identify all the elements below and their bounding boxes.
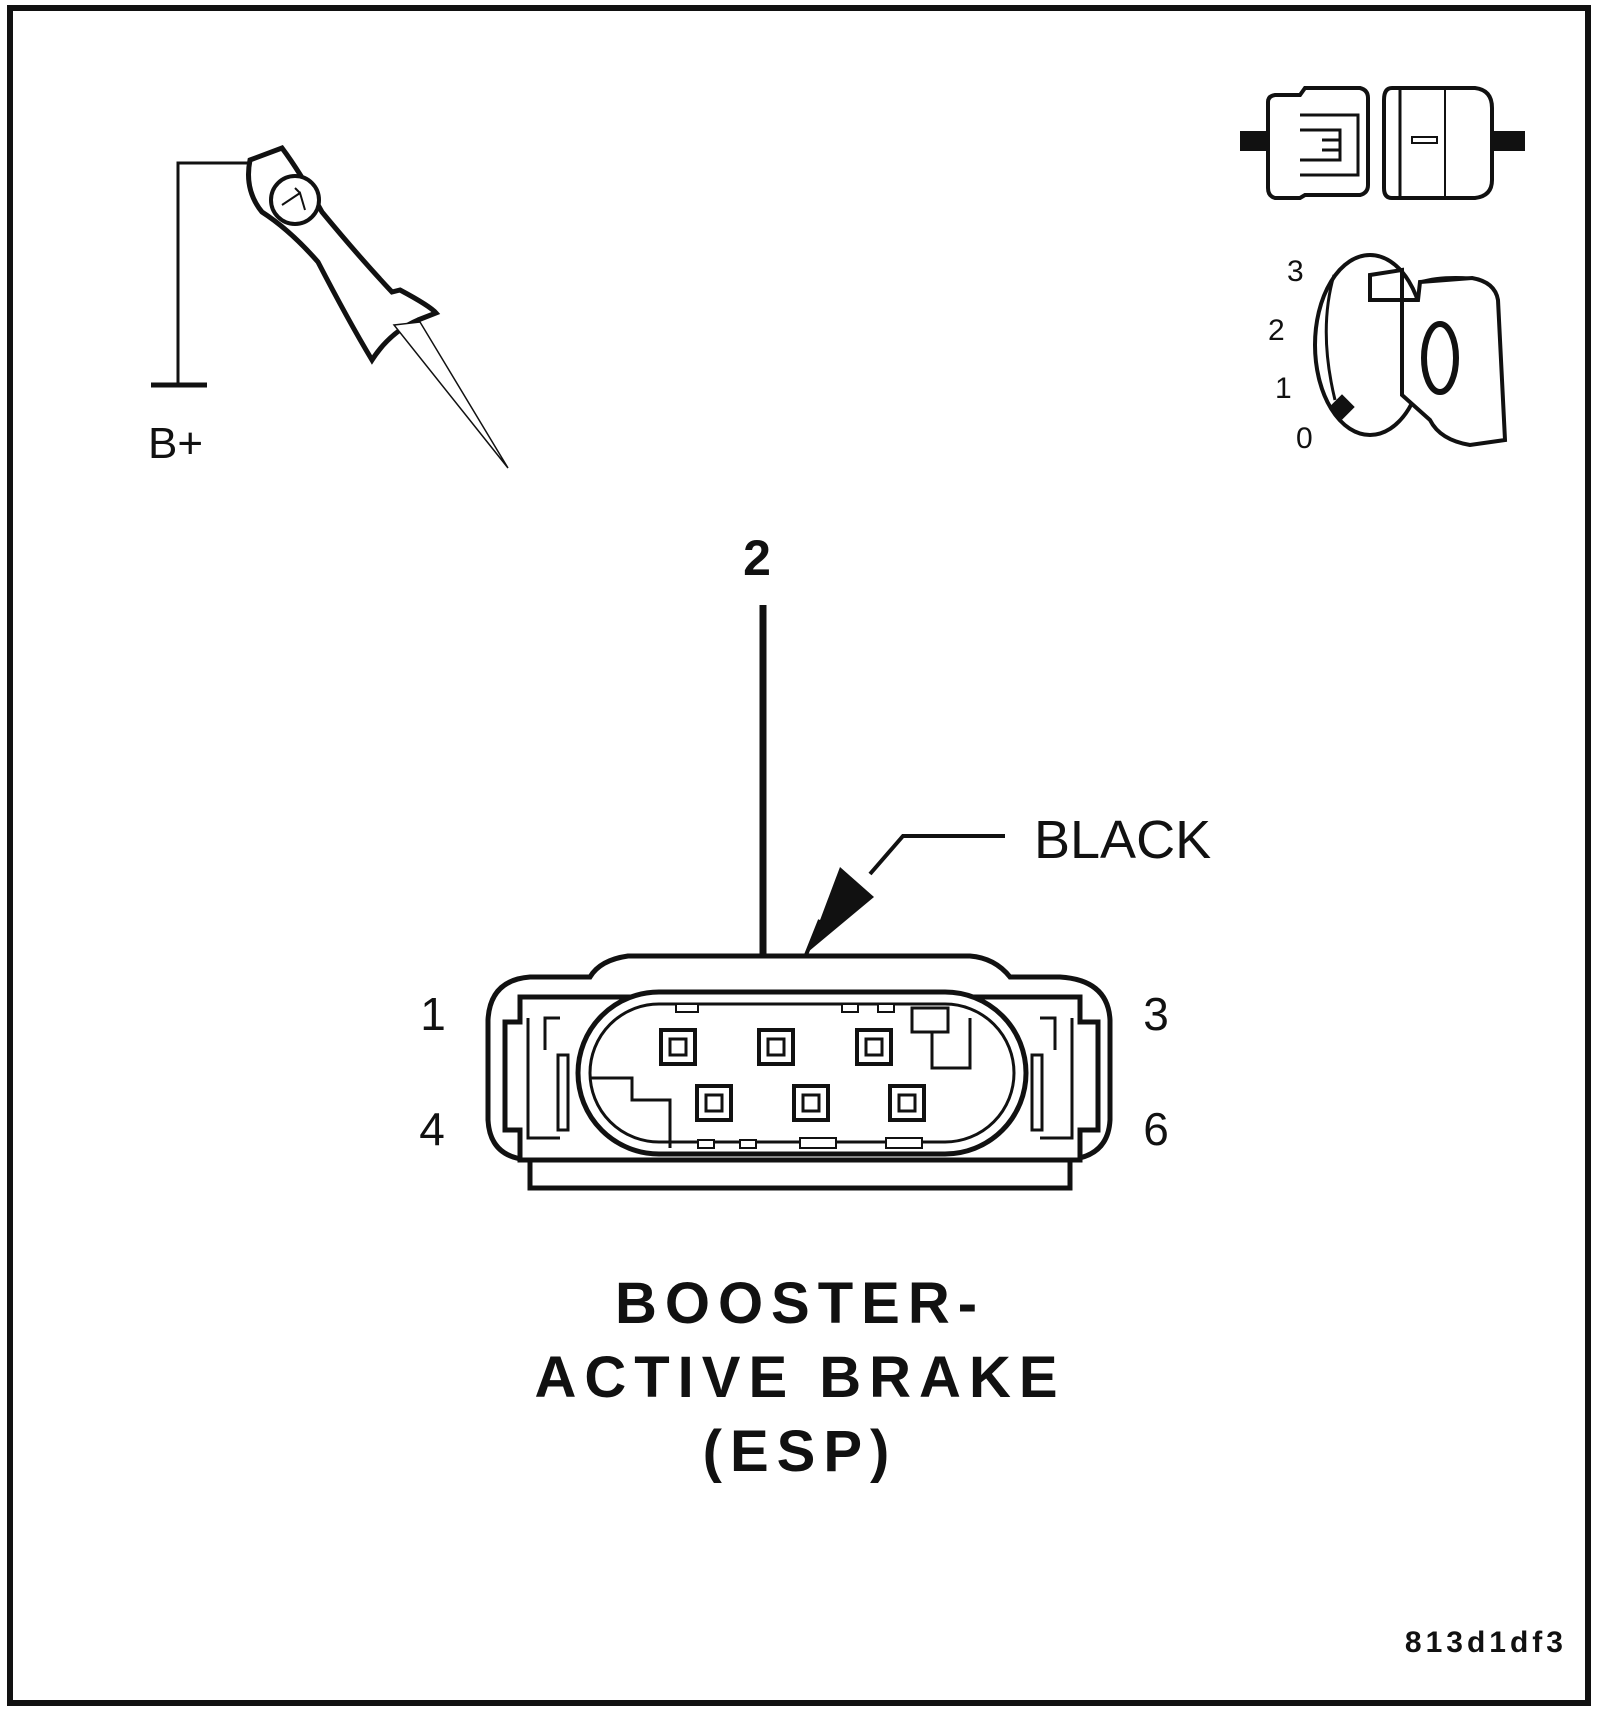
component-title-line2: ACTIVE BRAKE bbox=[534, 1345, 1065, 1410]
terminal-cavity-1 bbox=[659, 1028, 697, 1066]
pin-label-bottom-right: 6 bbox=[1143, 1103, 1169, 1155]
terminal-cavity-2 bbox=[757, 1028, 795, 1066]
pin-label-bottom-left: 4 bbox=[419, 1103, 445, 1155]
ignition-position-0: 0 bbox=[1296, 422, 1313, 455]
pin-label-top-right: 3 bbox=[1143, 988, 1169, 1040]
connector-side-view-icon bbox=[1240, 86, 1525, 200]
ignition-position-1: 1 bbox=[1275, 372, 1292, 405]
color-leader-arrowhead bbox=[808, 867, 874, 952]
test-light-lead-wire bbox=[176, 161, 258, 385]
ignition-position-2: 2 bbox=[1268, 314, 1285, 347]
component-title-line3: (ESP) bbox=[703, 1419, 898, 1484]
test-light-probe bbox=[392, 321, 509, 469]
connector-cavity bbox=[575, 989, 1029, 1157]
ignition-switch-icon bbox=[1313, 253, 1508, 448]
outer-border bbox=[7, 5, 1591, 1706]
terminal-cavity-6 bbox=[888, 1084, 926, 1122]
terminal-cavity-4 bbox=[695, 1084, 733, 1122]
figure-id: 813d1df3 bbox=[1405, 1626, 1567, 1659]
terminal-cavity-3 bbox=[855, 1028, 893, 1066]
component-title-line1: BOOSTER- bbox=[615, 1271, 985, 1336]
terminal-cavity-5 bbox=[792, 1084, 830, 1122]
connector-face bbox=[485, 953, 1113, 1191]
pin-label-top-left: 1 bbox=[420, 988, 446, 1040]
test-light-icon bbox=[151, 145, 509, 469]
color-leader-line bbox=[868, 834, 1005, 876]
pin-callout-label: 2 bbox=[743, 530, 771, 586]
b-plus-label: B+ bbox=[148, 419, 203, 468]
connector-color-label: BLACK bbox=[1034, 810, 1211, 870]
ignition-position-3: 3 bbox=[1287, 255, 1304, 288]
test-light-bulb bbox=[269, 174, 321, 226]
